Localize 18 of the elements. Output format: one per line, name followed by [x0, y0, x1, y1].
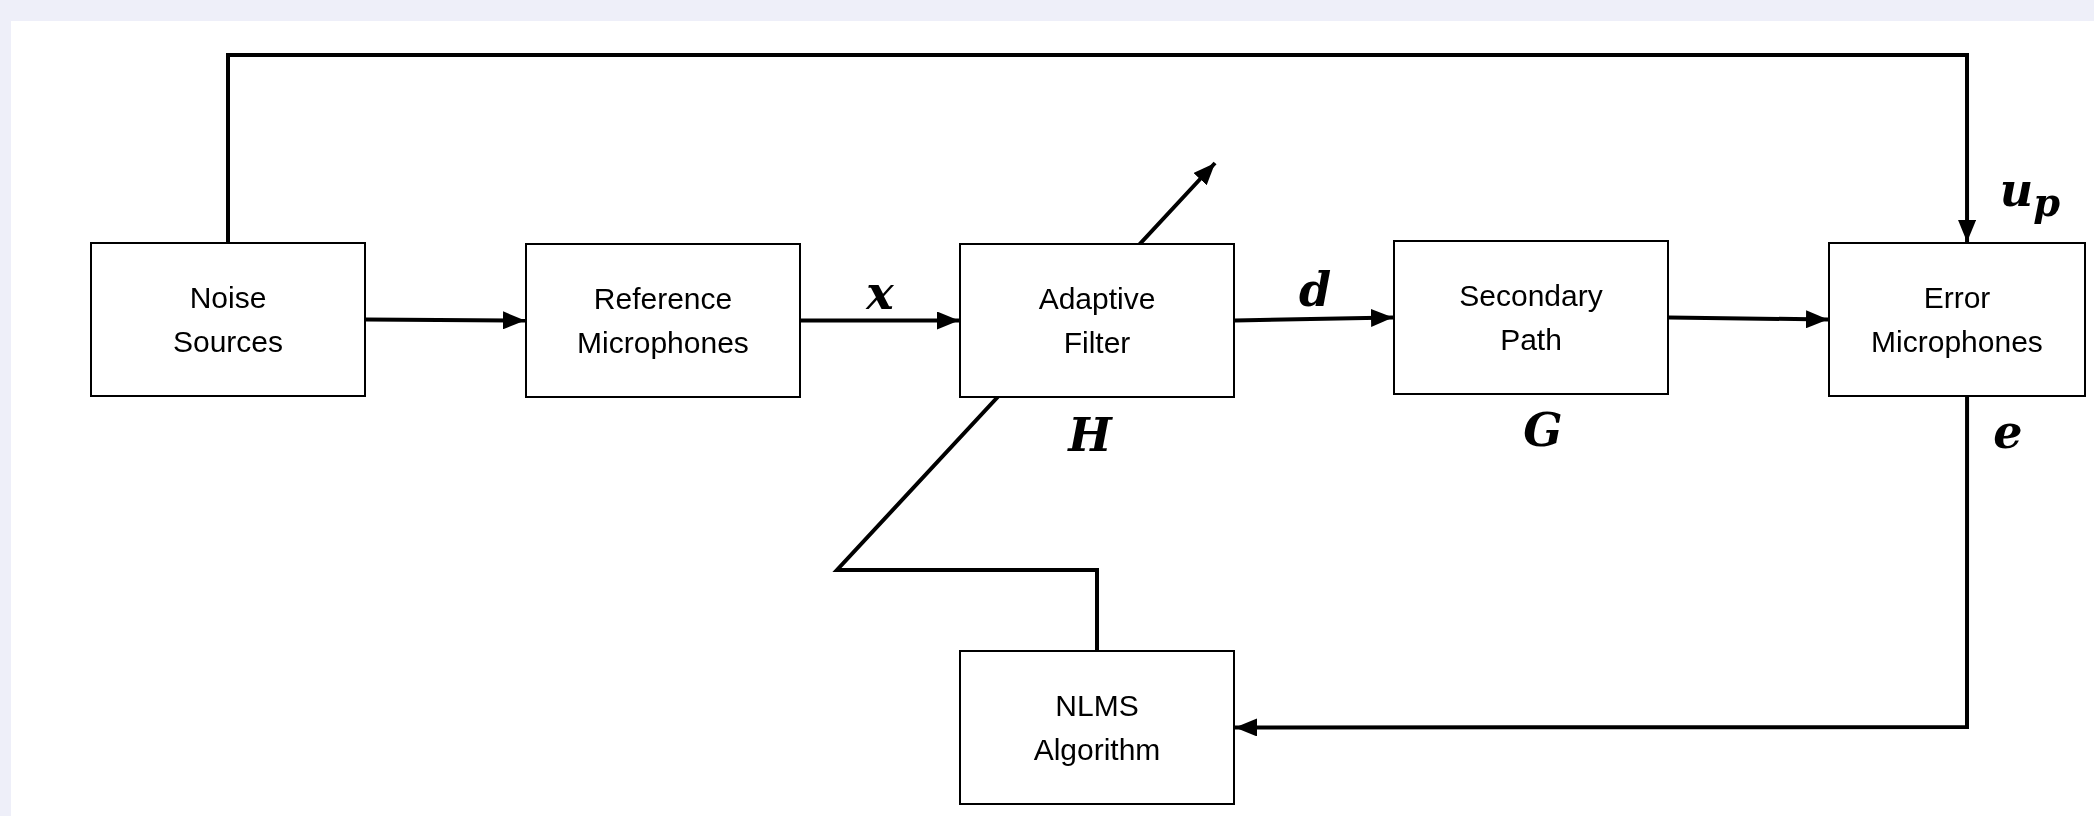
process-box: [1393, 240, 1669, 395]
box-label: Noise Sources: [171, 280, 285, 360]
box-label: NLMS Algorithm: [1032, 688, 1162, 768]
arrow: [1668, 310, 1829, 329]
arrow: [1234, 308, 1394, 327]
box-label: Adaptive Filter: [1037, 281, 1157, 361]
process-box: [959, 650, 1235, 805]
box-label: Reference Microphones: [576, 281, 750, 361]
box-label: Secondary Path: [1458, 278, 1604, 358]
process-box: [959, 243, 1235, 398]
arrow: [1235, 397, 1970, 737]
arrow: [801, 311, 959, 330]
arrow: [366, 311, 525, 330]
arrow: [226, 53, 1977, 242]
process-box: [90, 242, 366, 397]
process-box: [525, 243, 801, 398]
process-box: [1828, 242, 2086, 397]
box-label: Error Microphones: [1870, 280, 2044, 360]
